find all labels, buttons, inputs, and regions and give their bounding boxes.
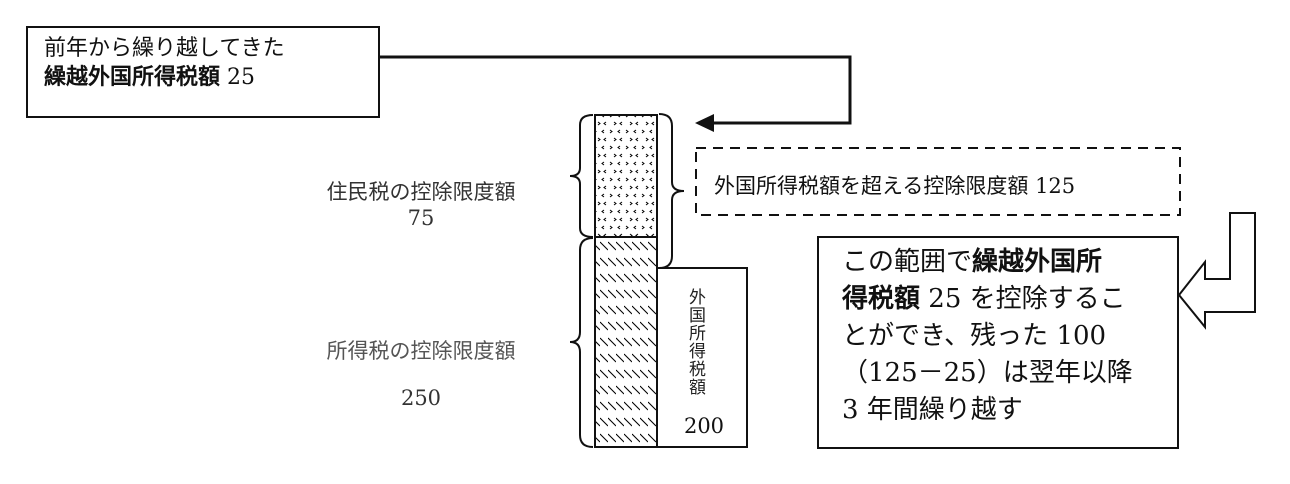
callout-line-3: とができ、残った 100	[842, 321, 1107, 351]
income-tax-brace	[569, 237, 594, 448]
carryover-box: 前年から繰り越してきた 繰越外国所得税額 25	[44, 34, 285, 92]
callout-line-4: （125－25）は翌年以降	[842, 358, 1133, 388]
resident-tax-value: 75	[407, 206, 435, 230]
excess-limit-box-frame	[695, 147, 1181, 216]
carryover-connector-line	[379, 55, 852, 125]
callout-box-frame	[817, 236, 1179, 449]
carryover-bold-label: 繰越外国所得税額	[44, 65, 221, 90]
carryover-arrowhead-icon	[695, 114, 714, 132]
excess-limit-value: 125	[1035, 174, 1076, 198]
income-tax-label: 所得税の控除限度額	[326, 339, 516, 363]
carryover-line1: 前年から繰り越してきた	[44, 36, 285, 61]
callout-line-1-bold: 繰越外国所	[972, 247, 1103, 277]
hollow-arrow-icon	[1177, 212, 1256, 330]
excess-limit-brace	[658, 113, 685, 269]
excess-limit-text: 外国所得税額を超える控除限度額	[714, 174, 1029, 198]
foreign-tax-label: 外国所得税額	[685, 288, 705, 396]
carryover-line2: 繰越外国所得税額 25	[44, 63, 285, 92]
carryover-value: 25	[227, 65, 256, 90]
carryover-box-frame	[26, 26, 380, 118]
resident-tax-label: 住民税の控除限度額	[326, 180, 516, 204]
excess-limit-text-group: 外国所得税額を超える控除限度額 125	[714, 170, 1075, 200]
callout-line-1: この範囲で繰越外国所	[842, 244, 1133, 281]
resident-tax-segment	[594, 114, 658, 238]
callout-line-2: 得税額 25 を控除するこ	[842, 281, 1133, 318]
callout-line-1-normal: この範囲で	[842, 247, 973, 277]
callout-line-2-normal: 25 を控除するこ	[928, 284, 1126, 314]
foreign-tax-value: 200	[683, 414, 725, 438]
callout-line-5: 3 年間繰り越す	[842, 395, 1023, 425]
resident-tax-label-group: 住民税の控除限度額 75	[290, 176, 552, 230]
callout-line-2-bold: 得税額	[842, 284, 921, 314]
resident-tax-brace	[569, 114, 594, 238]
income-tax-segment	[594, 236, 658, 448]
callout-text: この範囲で繰越外国所 得税額 25 を控除するこ とができ、残った 100 （1…	[842, 244, 1133, 429]
income-tax-value: 250	[400, 386, 442, 410]
foreign-tax-box-frame	[656, 267, 748, 448]
